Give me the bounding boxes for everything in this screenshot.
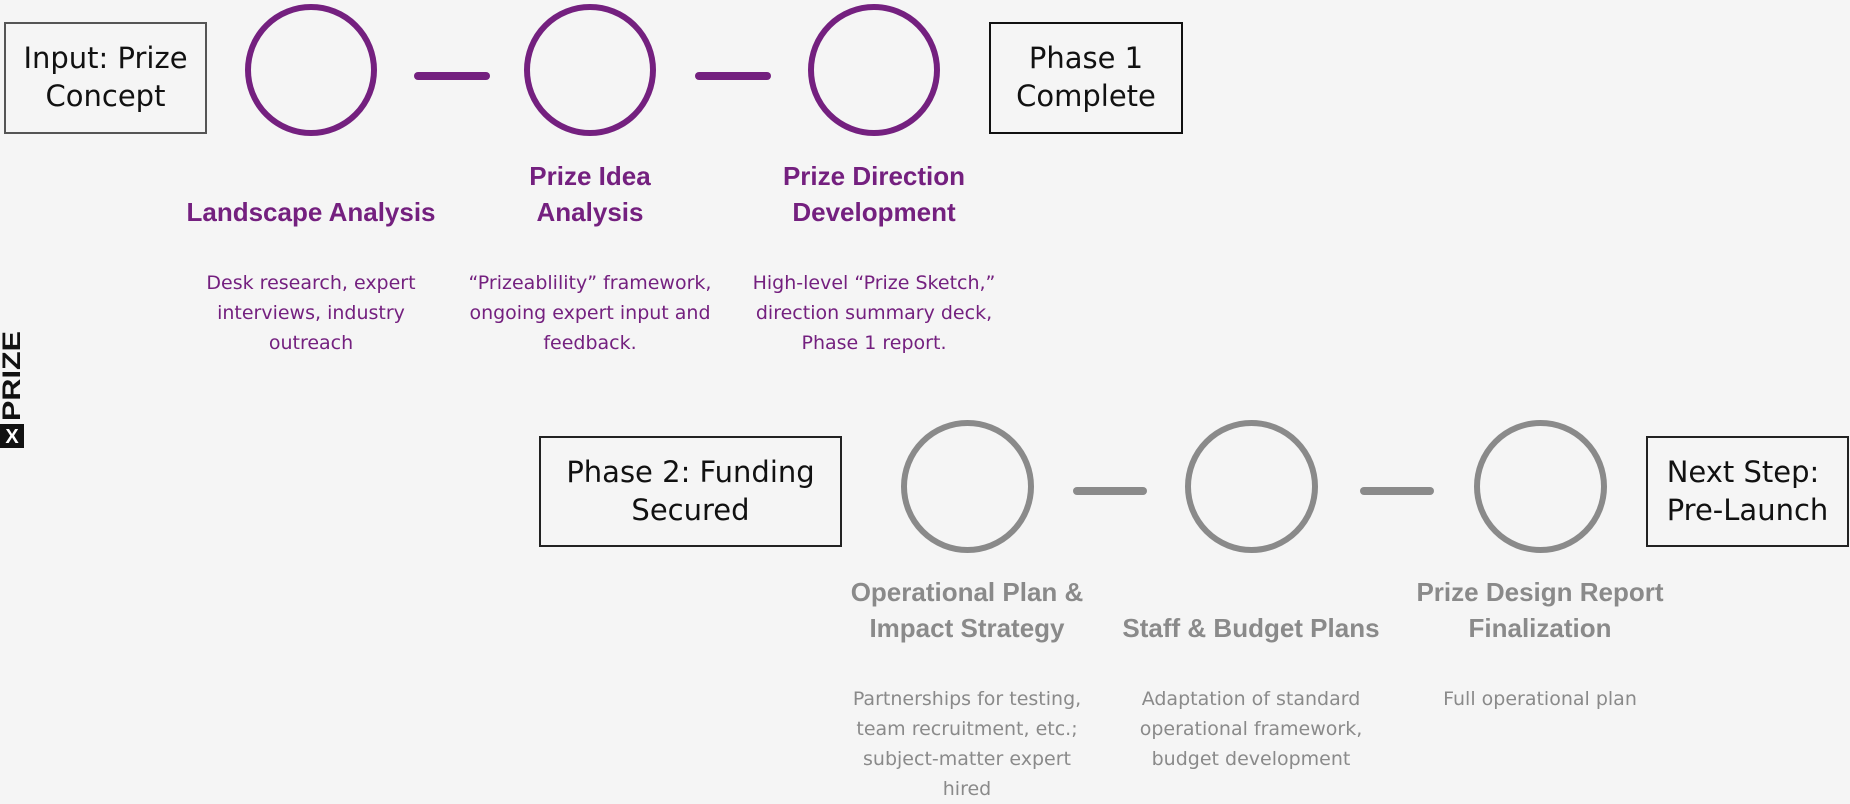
- prize-design-report-title: Prize Design Report Finalization: [1416, 577, 1664, 643]
- prize-idea-analysis-circle: [524, 4, 656, 136]
- operational-plan-title: Operational Plan & Impact Strategy: [850, 577, 1084, 643]
- input-box-label: Input: Prize Concept: [23, 41, 188, 113]
- input-prize-concept-box: Input: Prize Concept: [4, 22, 207, 134]
- staff-budget-plans-description: Adaptation of standard operational frame…: [1139, 688, 1363, 770]
- next-step-pre-launch-box: Next Step: Pre-Launch: [1646, 436, 1849, 547]
- staff-budget-plans-circle: [1185, 420, 1318, 553]
- phase1-complete-label: Phase 1 Complete: [1016, 41, 1156, 113]
- phase2-funding-label: Phase 2: Funding Secured: [566, 454, 815, 527]
- logo-mark: X: [5, 426, 19, 448]
- staff-budget-plans-title: Staff & Budget Plans: [1122, 613, 1380, 643]
- prize-direction-development-description: High-level “Prize Sketch,” direction sum…: [752, 272, 996, 354]
- prize-design-report-description: Full operational plan: [1443, 688, 1637, 710]
- landscape-analysis-title: Landscape Analysis: [186, 197, 436, 227]
- next-step-label: Next Step: Pre-Launch: [1666, 454, 1829, 527]
- prize-design-report-circle: [1474, 420, 1607, 553]
- phase1-connector-1: [414, 72, 490, 80]
- phase2-funding-secured-box: Phase 2: Funding Secured: [539, 436, 842, 547]
- landscape-analysis-description: Desk research, expert interviews, indust…: [206, 272, 416, 354]
- landscape-analysis-circle: [245, 4, 377, 136]
- phase2-connector-1: [1073, 487, 1147, 495]
- xprize-logo: X PRIZE: [0, 331, 24, 448]
- operational-plan-description: Partnerships for testing, team recruitme…: [852, 688, 1082, 800]
- phase2-connector-2: [1360, 487, 1434, 495]
- prize-idea-analysis-title: Prize Idea Analysis: [529, 161, 651, 227]
- logo-text: PRIZE: [0, 331, 24, 421]
- prize-direction-development-circle: [808, 4, 940, 136]
- phase1-complete-box: Phase 1 Complete: [989, 22, 1183, 134]
- operational-plan-circle: [901, 420, 1034, 553]
- prize-direction-development-title: Prize Direction Development: [782, 161, 966, 227]
- prize-idea-analysis-description: “Prizeablility” framework, ongoing exper…: [468, 272, 712, 354]
- phase1-connector-2: [695, 72, 771, 80]
